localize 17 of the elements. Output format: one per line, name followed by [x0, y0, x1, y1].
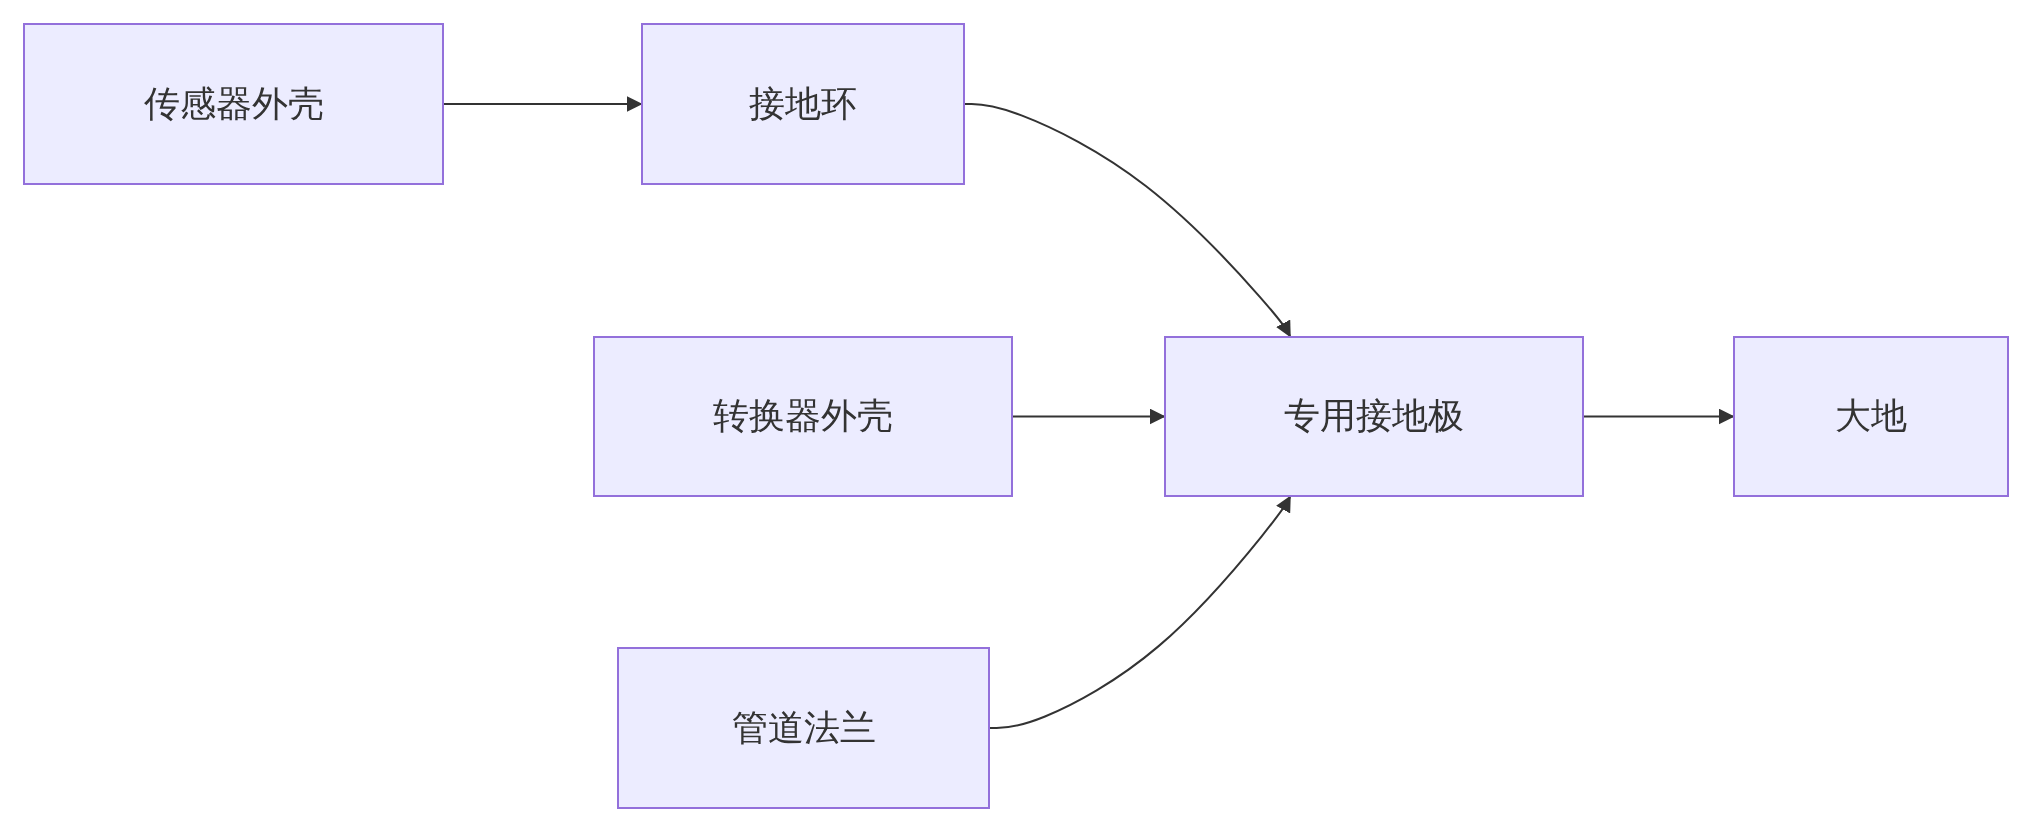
node-label: 转换器外壳	[713, 394, 893, 438]
process-box	[23, 23, 444, 185]
arrow	[964, 103, 1291, 338]
process-box	[641, 23, 965, 185]
arrow	[1583, 408, 1735, 425]
process-box	[1733, 336, 2009, 497]
node-label: 专用接地极	[1284, 394, 1464, 438]
node-label: 大地	[1835, 394, 1907, 438]
node-label: 传感器外壳	[143, 81, 324, 126]
process-box	[1164, 336, 1584, 497]
arrow	[443, 96, 643, 112]
process-box	[617, 647, 990, 809]
arrow	[1012, 408, 1166, 425]
node-label: 接地环	[749, 81, 857, 126]
arrow	[989, 495, 1291, 729]
process-box	[593, 336, 1013, 497]
node-label: 管道法兰	[731, 705, 876, 750]
